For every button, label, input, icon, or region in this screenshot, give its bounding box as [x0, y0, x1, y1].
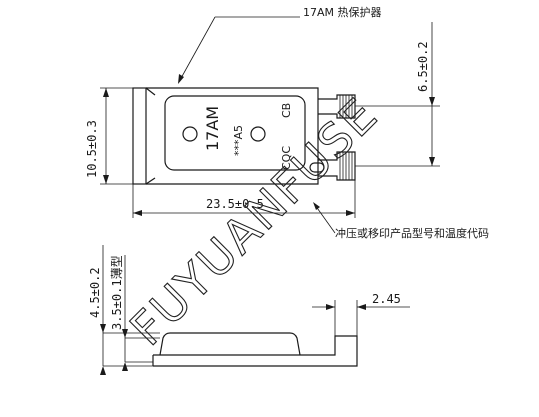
body-marking: 17AM ***A5 CB CQC: [203, 103, 293, 170]
code-callout: 冲压或移印产品型号和温度代码: [335, 226, 489, 240]
dim-terminal-label: 6.5±0.2: [416, 41, 430, 92]
dim-width-label: 10.5±0.3: [85, 120, 99, 178]
part-callout: 17AM 热保护器: [303, 5, 382, 19]
dim-length-label: 23.5±0.5: [206, 197, 264, 211]
terminal-slot: [309, 162, 325, 173]
cqc-mark: CQC: [280, 146, 293, 170]
temp-code-marking: ***A5: [232, 125, 245, 156]
hole-right: [250, 126, 266, 142]
cb-mark: CB: [280, 103, 293, 118]
side-dimension-lines: [102, 245, 410, 367]
top-view: [132, 87, 356, 185]
watermark: FUYUANFUSE: [120, 87, 389, 356]
hole-left: [182, 126, 198, 142]
inner-plate: [164, 95, 306, 171]
dim-height-thin-label: 3.5±0.1薄型: [109, 255, 124, 330]
side-arrowheads: [100, 304, 366, 375]
dim-tab-label: 2.45: [372, 292, 401, 306]
side-view: [152, 332, 358, 367]
terminal-upper: [318, 94, 356, 119]
arrowheads: [103, 74, 435, 216]
terminal-tab: [318, 335, 358, 367]
housing-outline: [146, 87, 319, 185]
dimension-lines: [100, 16, 440, 234]
housing-profile: [159, 332, 301, 356]
dim-height-label: 4.5±0.2: [88, 267, 102, 318]
model-marking: 17AM: [203, 106, 222, 151]
end-plate: [132, 87, 147, 185]
